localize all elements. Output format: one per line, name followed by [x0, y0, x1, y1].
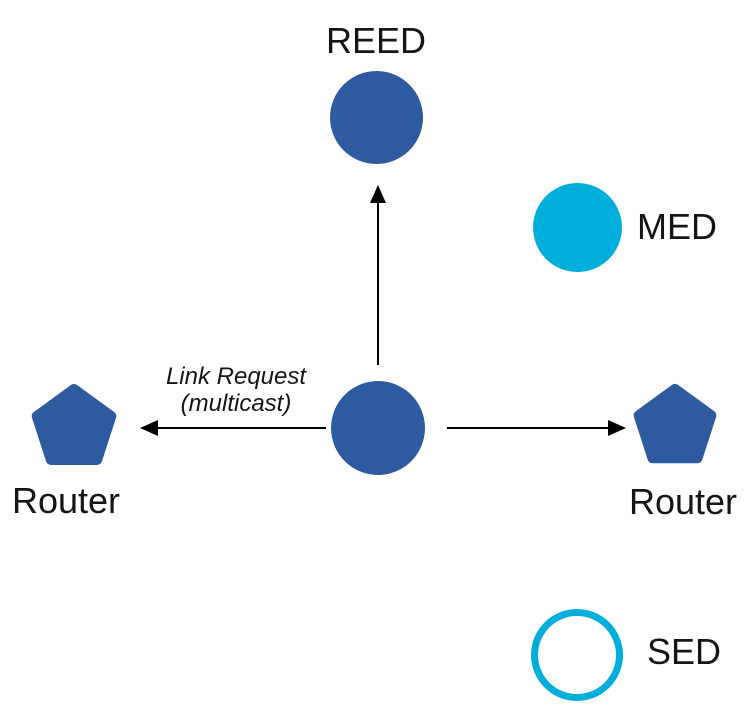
sed-node-ring-icon [531, 609, 623, 701]
up-arrow-line [377, 203, 379, 365]
center-node-circle-icon [331, 381, 425, 475]
med-node-circle-icon [533, 183, 622, 272]
reed-label: REED [325, 20, 427, 61]
left-arrow-icon [140, 420, 158, 436]
link-request-annotation: Link Request (multicast) [166, 363, 306, 417]
router-right-pentagon-icon [633, 384, 717, 464]
router-left-pentagon-icon [31, 384, 117, 466]
right-arrow-line [447, 427, 608, 429]
right-arrow-icon [608, 420, 626, 436]
left-arrow-line [158, 427, 326, 429]
sed-label: SED [647, 631, 722, 672]
reed-node-circle-icon [330, 71, 423, 164]
med-label: MED [637, 206, 717, 247]
annotation-line1: Link Request [165, 363, 307, 390]
annotation-line2: (multicast) [180, 390, 292, 417]
router-right-label: Router [628, 481, 738, 522]
router-left-label: Router [11, 480, 121, 521]
up-arrow-icon [370, 185, 386, 203]
